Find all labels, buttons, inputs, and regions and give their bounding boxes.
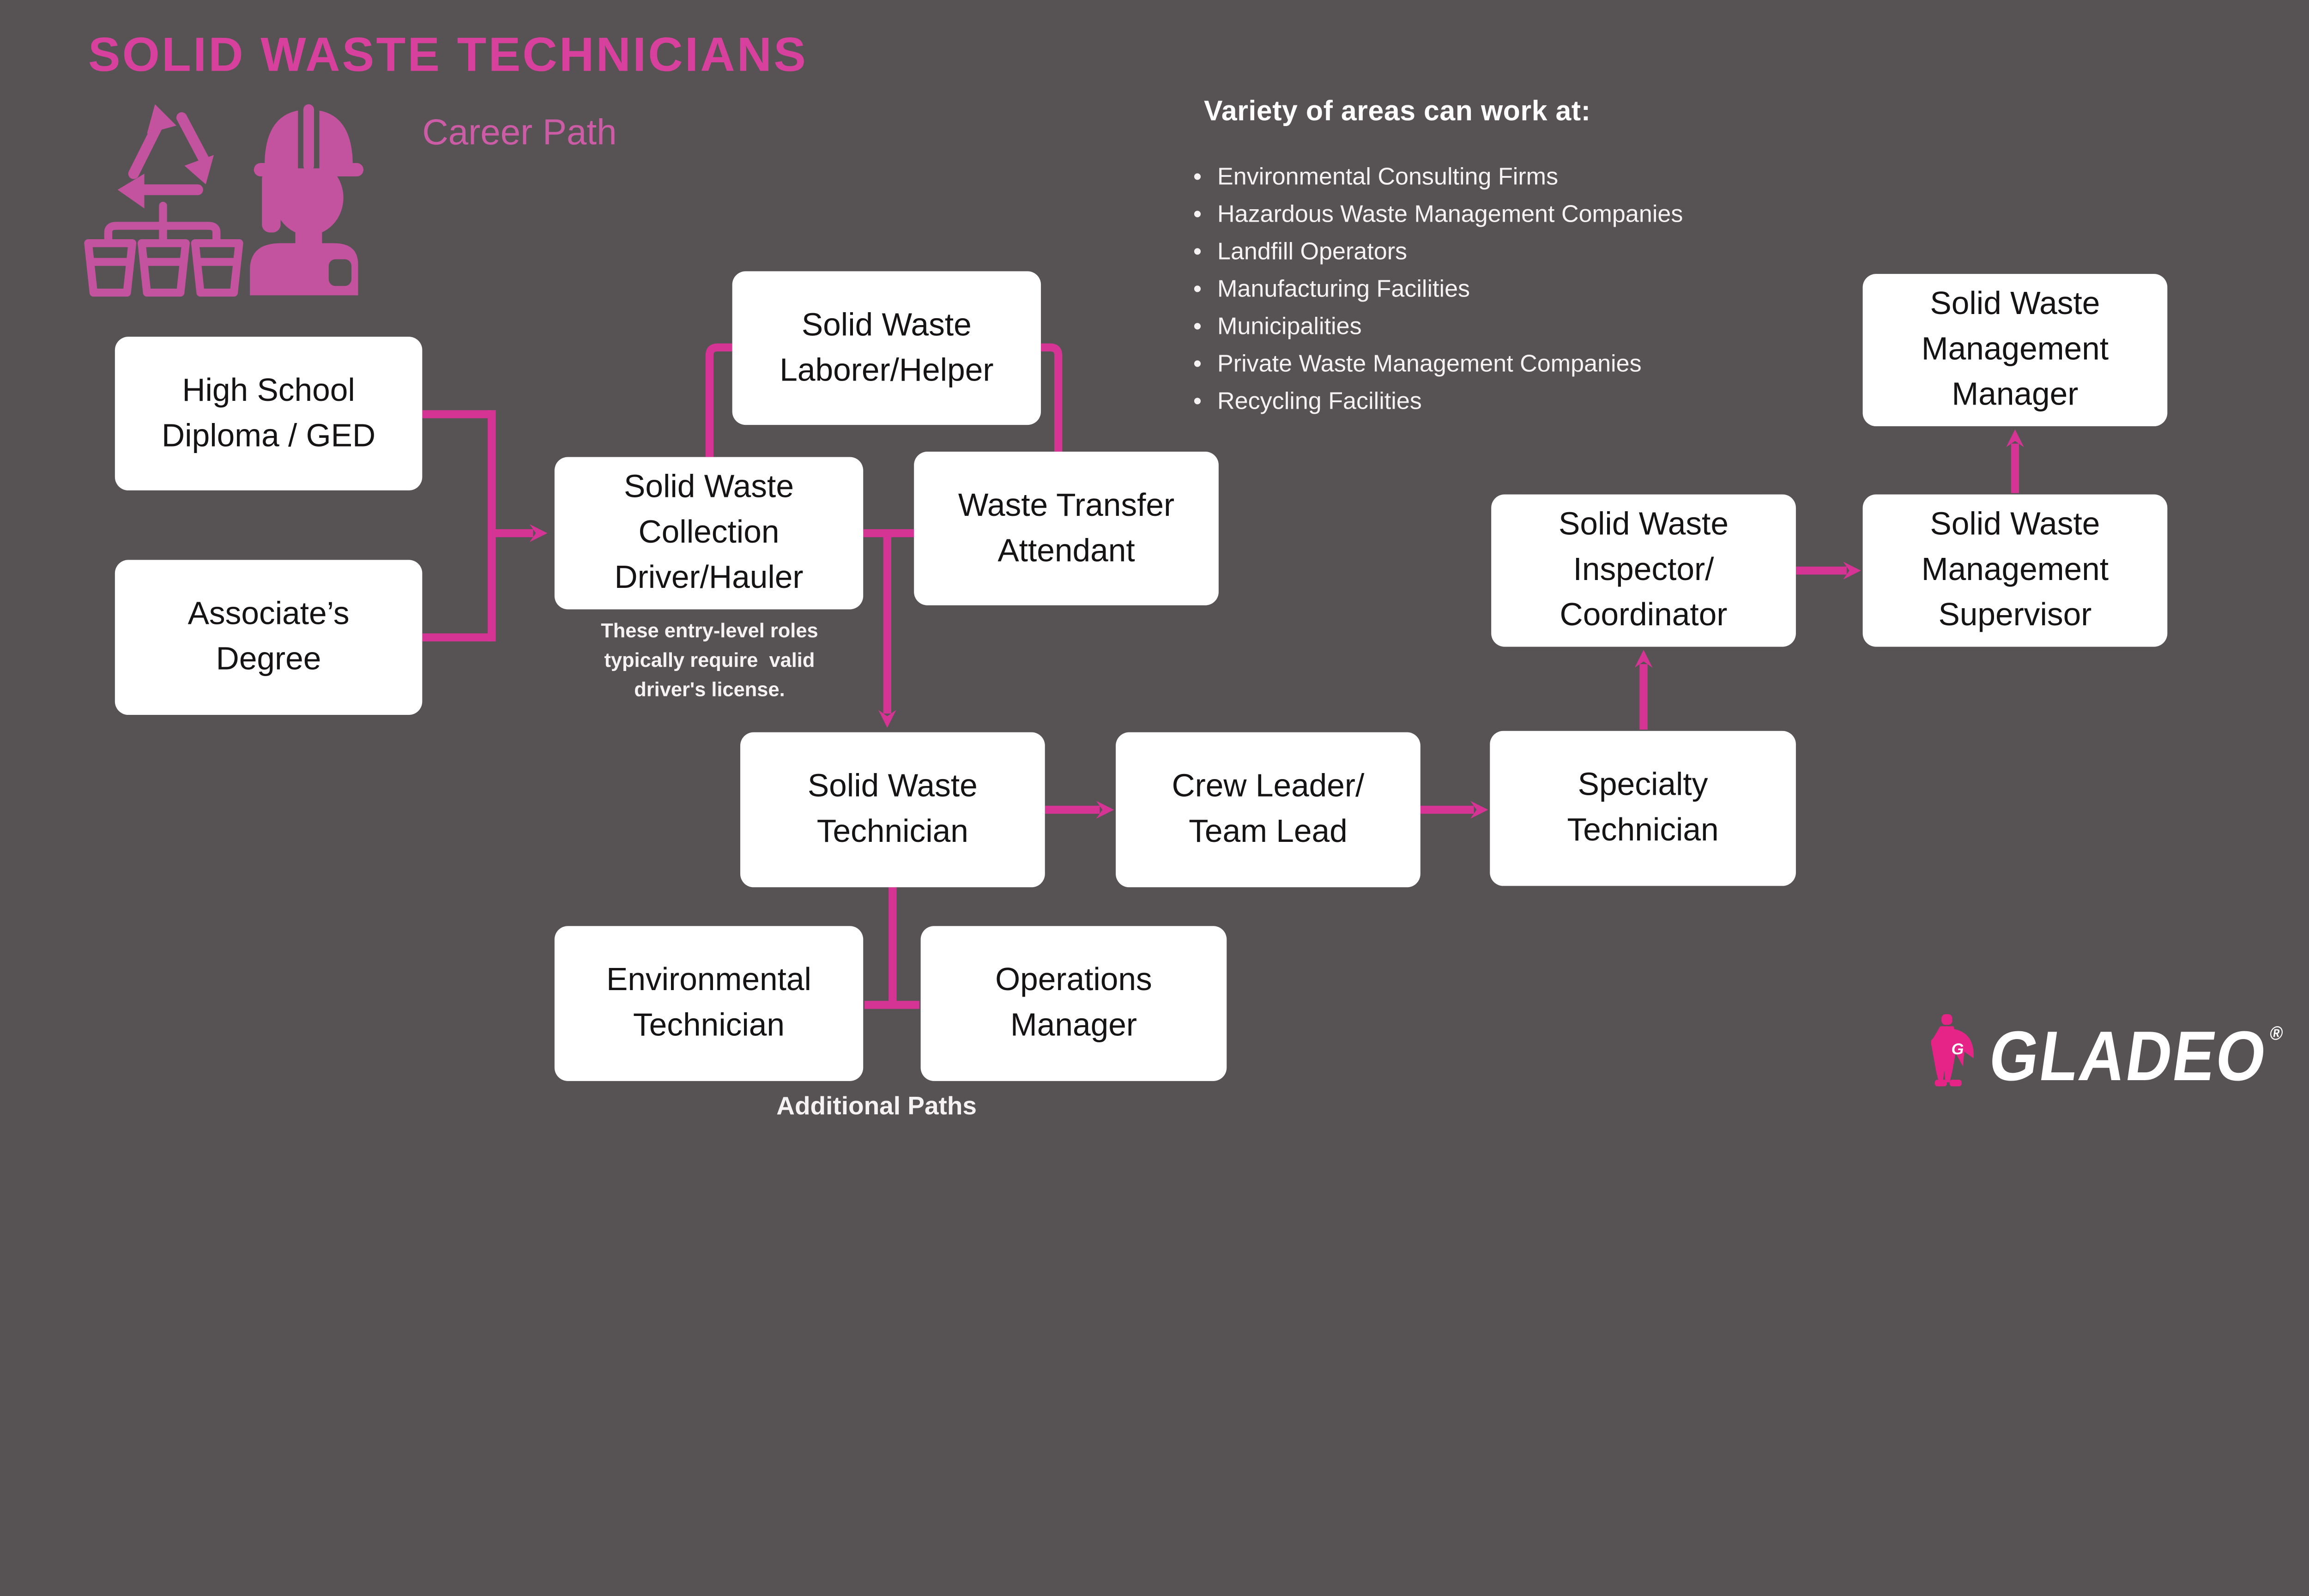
career-box-crew-leader-team-lead: Crew Leader/ Team Lead: [1116, 732, 1420, 888]
career-box-solid-waste-management-supervisor: Solid Waste Management Supervisor: [1862, 494, 2168, 647]
career-box-operations-manager: Operations Manager: [920, 926, 1227, 1081]
career-box-label: Solid Waste Management Manager: [1921, 286, 2109, 413]
career-box-label: Operations Manager: [995, 962, 1152, 1044]
svg-text:G: G: [1951, 1040, 1964, 1058]
work-areas-panel: Variety of areas can work at: Environmen…: [1191, 96, 1832, 419]
work-area-item: Municipalities: [1191, 308, 1832, 345]
career-box-label: Specialty Technician: [1567, 767, 1719, 849]
career-box-solid-waste-laborer-helper: Solid Waste Laborer/Helper: [732, 271, 1041, 425]
career-box-environmental-technician: Environmental Technician: [554, 926, 864, 1081]
career-box-solid-waste-management-manager: Solid Waste Management Manager: [1862, 274, 2168, 427]
career-box-label: Solid Waste Collection Driver/Hauler: [614, 469, 804, 596]
work-areas-list: Environmental Consulting Firms Hazardous…: [1191, 157, 1832, 419]
career-box-solid-waste-collection-driver-hauler: Solid Waste Collection Driver/Hauler: [554, 457, 864, 610]
connector-laborer-to-attendant: [1041, 343, 1063, 453]
connector-technician-to-additional: [864, 887, 919, 1009]
career-box-label: High School Diploma / GED: [162, 372, 376, 454]
additional-paths-label: Additional Paths: [776, 1093, 977, 1121]
career-box-label: Waste Transfer Attendant: [958, 487, 1175, 569]
gladeo-wordmark: GLADEO®: [1985, 1016, 2286, 1095]
recycling-worker-icon: [84, 104, 364, 297]
career-box-waste-transfer-attendant: Waste Transfer Attendant: [914, 452, 1219, 605]
career-box-label: Associate’s Degree: [187, 596, 350, 678]
work-areas-heading: Variety of areas can work at:: [1204, 96, 1591, 127]
career-box-label: Environmental Technician: [606, 962, 811, 1044]
work-area-item: Manufacturing Facilities: [1191, 270, 1832, 307]
work-area-item: Private Waste Management Companies: [1191, 345, 1832, 382]
career-box-label: Solid Waste Management Supervisor: [1921, 506, 2109, 634]
career-box-high-school-diploma-ged: High School Diploma / GED: [115, 337, 423, 490]
entry-level-note: These entry-level roles typically requir…: [601, 620, 818, 702]
career-box-label: Solid Waste Inspector/ Coordinator: [1559, 506, 1729, 634]
flow-connectors: [422, 343, 2024, 1009]
career-box-label: Solid Waste Technician: [807, 768, 978, 850]
career-box-label: Crew Leader/ Team Lead: [1172, 768, 1365, 850]
career-box-solid-waste-inspector-coordinator: Solid Waste Inspector/ Coordinator: [1491, 494, 1796, 647]
career-box-associates-degree: Associate’s Degree: [115, 560, 423, 715]
page-subtitle: Career Path: [422, 112, 617, 152]
gladeo-logo: G GLADEO®: [1922, 1013, 2286, 1095]
work-area-item: Recycling Facilities: [1191, 382, 1832, 420]
career-box-label: Solid Waste Laborer/Helper: [780, 307, 994, 388]
page-title: SOLID WASTE TECHNICIANS: [88, 26, 808, 82]
career-path-infographic: SOLID WASTE TECHNICIANS Career Path: [0, 0, 2309, 1155]
gladeo-brand-text: GLADEO: [1984, 1016, 2273, 1095]
connector-driver-to-laborer: [705, 343, 734, 457]
career-box-specialty-technician: Specialty Technician: [1490, 731, 1796, 886]
work-area-item: Landfill Operators: [1191, 232, 1832, 270]
career-box-solid-waste-technician: Solid Waste Technician: [740, 732, 1045, 888]
work-area-item: Environmental Consulting Firms: [1191, 157, 1832, 195]
superhero-figure-icon: G: [1931, 1014, 1974, 1087]
work-area-item: Hazardous Waste Management Companies: [1191, 195, 1832, 232]
